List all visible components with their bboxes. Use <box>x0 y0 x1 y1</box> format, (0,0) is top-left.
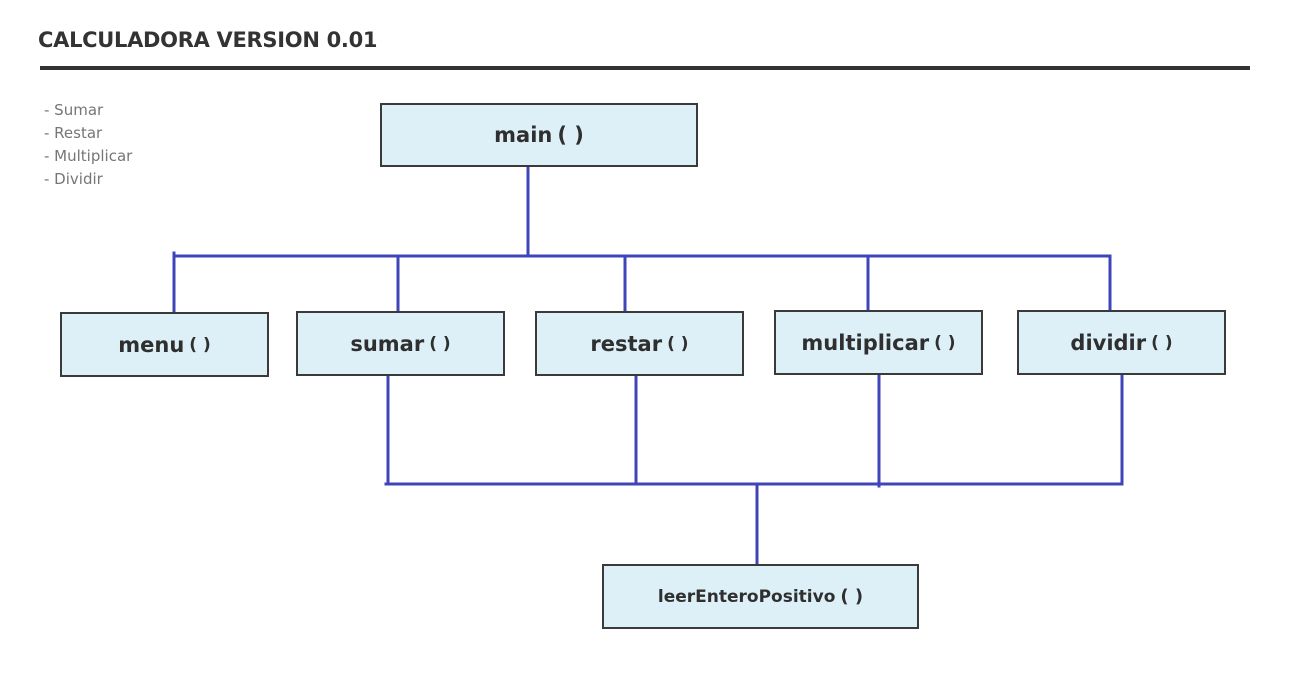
function-box-multiplicar: multiplicar ( ) <box>774 310 983 375</box>
function-box-dividir: dividir ( ) <box>1017 310 1226 375</box>
title-divider <box>40 66 1250 70</box>
function-box-sumar: sumar ( ) <box>296 311 505 376</box>
function-parens: ( ) <box>429 333 451 354</box>
function-box-leer-entero-positivo: leerEnteroPositivo ( ) <box>602 564 919 629</box>
operation-item-multiplicar: - Multiplicar <box>44 147 133 165</box>
function-name: sumar <box>350 331 425 356</box>
function-name: restar <box>590 331 663 356</box>
function-name: menu <box>118 332 185 357</box>
function-name: leerEnteroPositivo <box>657 586 836 607</box>
function-name: main <box>494 123 553 147</box>
function-box-restar: restar ( ) <box>535 311 744 376</box>
function-parens: ( ) <box>189 334 211 355</box>
operations-list: - Sumar - Restar - Multiplicar - Dividir <box>44 99 132 191</box>
function-parens: ( ) <box>1151 332 1173 353</box>
operation-item-sumar: - Sumar <box>44 101 104 119</box>
function-box-main: main ( ) <box>380 103 698 167</box>
function-parens: ( ) <box>840 586 864 607</box>
function-box-menu: menu ( ) <box>60 312 269 377</box>
page-title: CALCULADORA VERSION 0.01 <box>38 28 378 52</box>
function-parens: ( ) <box>667 333 689 354</box>
function-name: dividir <box>1070 330 1147 355</box>
function-parens: ( ) <box>557 123 584 147</box>
function-parens: ( ) <box>934 332 956 353</box>
function-name: multiplicar <box>801 330 930 355</box>
operation-item-restar: - Restar <box>44 124 103 142</box>
operation-item-dividir: - Dividir <box>44 170 103 188</box>
